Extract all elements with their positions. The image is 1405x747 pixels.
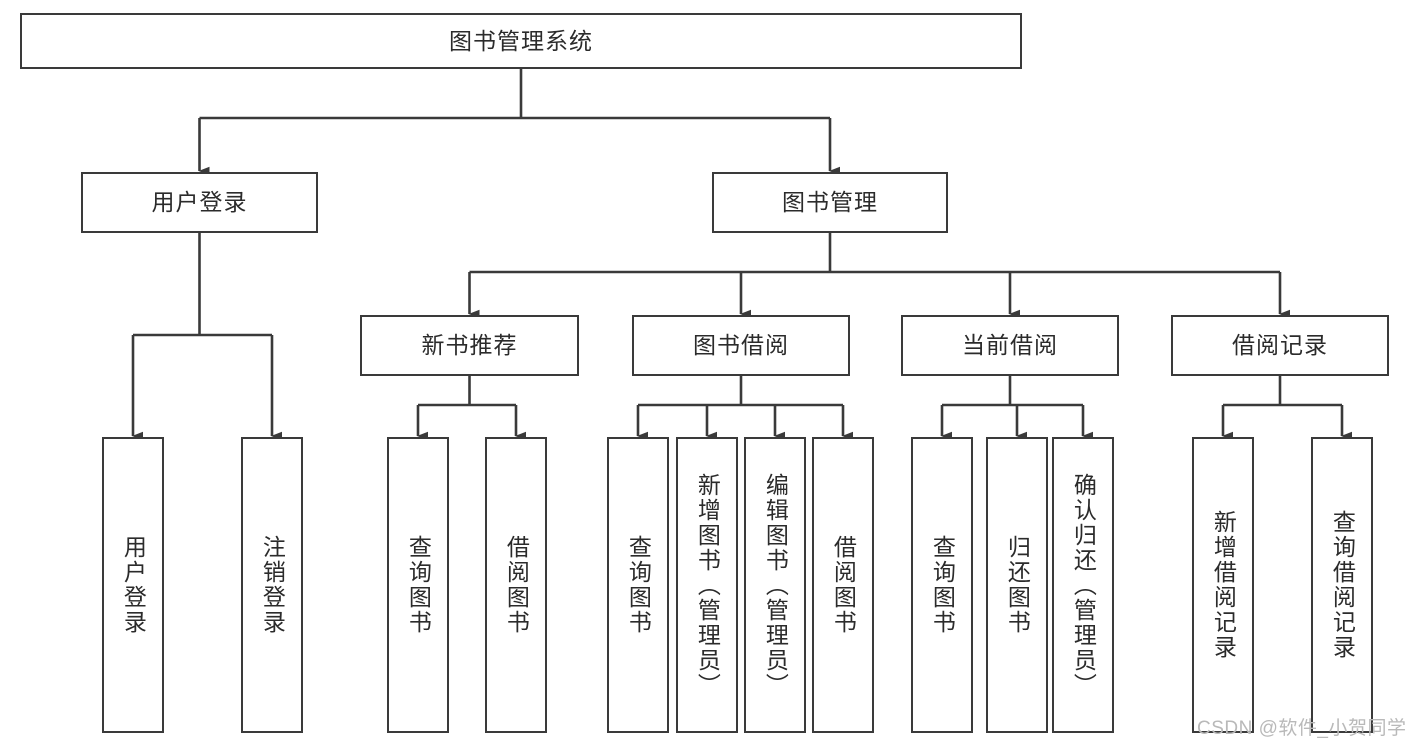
- leaf-user-login-label: 用户登录: [120, 535, 147, 635]
- leaf-add-book-label: 新增图书（管理员）: [694, 472, 721, 698]
- node-new-book-recommendation-label: 新书推荐: [421, 332, 518, 359]
- node-user-login[interactable]: 用户登录: [81, 172, 318, 233]
- leaf-return-book[interactable]: 归还图书: [986, 437, 1048, 733]
- leaf-query-book-1-label: 查询图书: [405, 535, 432, 635]
- leaf-borrow-book-2[interactable]: 借阅图书: [812, 437, 874, 733]
- leaf-query-borrow-record-label: 查询借阅记录: [1329, 510, 1356, 660]
- leaf-logout[interactable]: 注销登录: [241, 437, 303, 733]
- node-book-management[interactable]: 图书管理: [712, 172, 948, 233]
- node-current-borrowing-label: 当前借阅: [962, 332, 1058, 359]
- watermark: CSDN @软件_小贺同学: [1197, 718, 1405, 739]
- leaf-user-login[interactable]: 用户登录: [102, 437, 164, 733]
- node-borrowing-record-label: 借阅记录: [1232, 332, 1328, 359]
- leaf-query-book-1[interactable]: 查询图书: [387, 437, 449, 733]
- leaf-add-borrow-record[interactable]: 新增借阅记录: [1192, 437, 1254, 733]
- leaf-edit-book-label: 编辑图书（管理员）: [762, 472, 789, 698]
- leaf-add-book[interactable]: 新增图书（管理员）: [676, 437, 738, 733]
- leaf-borrow-book-1-label: 借阅图书: [503, 535, 530, 635]
- node-root-label: 图书管理系统: [449, 27, 593, 54]
- leaf-borrow-book-2-label: 借阅图书: [830, 535, 857, 635]
- node-book-borrowing-label: 图书借阅: [693, 332, 789, 359]
- leaf-query-borrow-record[interactable]: 查询借阅记录: [1311, 437, 1373, 733]
- leaf-add-borrow-record-label: 新增借阅记录: [1210, 510, 1237, 660]
- leaf-borrow-book-1[interactable]: 借阅图书: [485, 437, 547, 733]
- leaf-query-book-2-label: 查询图书: [625, 535, 652, 635]
- node-current-borrowing[interactable]: 当前借阅: [901, 315, 1119, 376]
- leaf-query-book-3-label: 查询图书: [929, 535, 956, 635]
- leaf-logout-label: 注销登录: [259, 535, 286, 635]
- node-book-borrowing[interactable]: 图书借阅: [632, 315, 850, 376]
- node-new-book-recommendation[interactable]: 新书推荐: [360, 315, 579, 376]
- node-root[interactable]: 图书管理系统: [20, 13, 1022, 69]
- node-user-login-label: 用户登录: [151, 189, 248, 216]
- node-book-management-label: 图书管理: [782, 189, 878, 216]
- leaf-return-book-label: 归还图书: [1004, 535, 1031, 635]
- leaf-confirm-return[interactable]: 确认归还（管理员）: [1052, 437, 1114, 733]
- leaf-confirm-return-label: 确认归还（管理员）: [1070, 472, 1097, 698]
- leaf-edit-book[interactable]: 编辑图书（管理员）: [744, 437, 806, 733]
- leaf-query-book-2[interactable]: 查询图书: [607, 437, 669, 733]
- leaf-query-book-3[interactable]: 查询图书: [911, 437, 973, 733]
- node-borrowing-record[interactable]: 借阅记录: [1171, 315, 1389, 376]
